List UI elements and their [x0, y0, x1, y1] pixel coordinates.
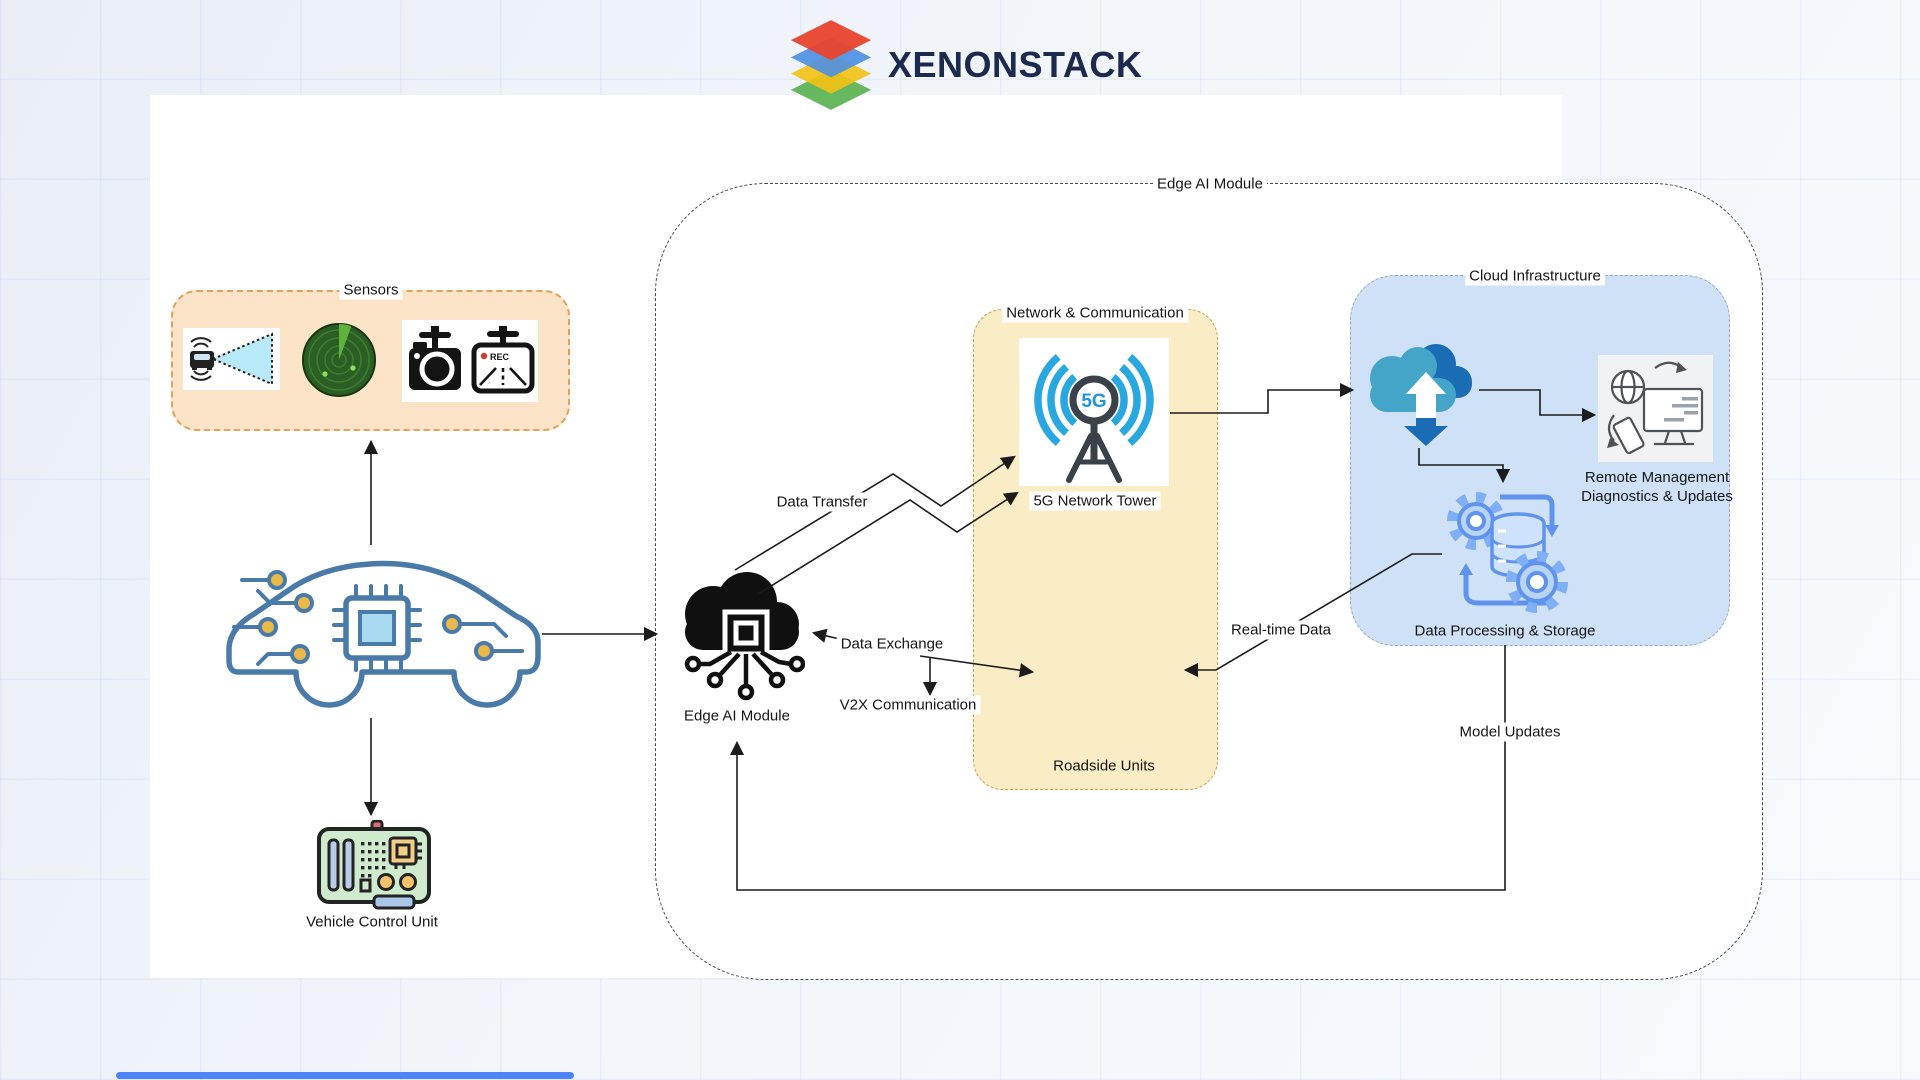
- gears-database-icon: [1440, 483, 1575, 618]
- remote-monitor-icon: [1598, 355, 1713, 462]
- xenonstack-logo: XENONSTACK: [788, 18, 1142, 112]
- network-communication-label: Network & Communication: [1002, 303, 1188, 323]
- camera-icon: [409, 326, 461, 390]
- model-updates-label: Model Updates: [1455, 722, 1565, 742]
- dashcam-icon: REC: [471, 326, 535, 394]
- cloud-sync-icon: [1358, 330, 1480, 448]
- svg-text:REC: REC: [490, 352, 510, 362]
- horizontal-scrollbar-thumb[interactable]: [116, 1072, 574, 1079]
- ultrasonic-sensor-icon: [183, 328, 280, 390]
- 5g-tower-icon: 5G: [1019, 338, 1169, 486]
- edge-ai-module-container-label: Edge AI Module: [1153, 174, 1267, 194]
- realtime-data-label: Real-time Data: [1226, 620, 1336, 640]
- sensors-label: Sensors: [339, 280, 403, 300]
- cloud-chip-icon: [665, 552, 806, 702]
- data-transfer-label: Data Transfer: [772, 492, 872, 512]
- data-processing-storage-label: Data Processing & Storage: [1414, 622, 1596, 640]
- radar-icon: [301, 322, 377, 398]
- roadside-units-label: Roadside Units: [1053, 757, 1155, 775]
- data-exchange-label: Data Exchange: [836, 634, 948, 654]
- connected-car-icon: [210, 546, 542, 718]
- svg-text:5G: 5G: [1081, 391, 1106, 412]
- tower-label: 5G Network Tower: [1029, 491, 1161, 511]
- v2x-communication-label: V2X Communication: [835, 695, 981, 715]
- logo-wordmark: XENONSTACK: [888, 44, 1143, 85]
- circuit-board-icon: [316, 819, 432, 910]
- camera-plate: REC: [402, 320, 538, 402]
- remote-management-label: Remote Management Diagnostics & Updates: [1581, 469, 1733, 505]
- cloud-infrastructure-label: Cloud Infrastructure: [1465, 266, 1605, 286]
- vcu-label: Vehicle Control Unit: [306, 913, 438, 931]
- xenonstack-logo-icon: [790, 20, 872, 110]
- edge-cloud-label: Edge AI Module: [684, 707, 790, 725]
